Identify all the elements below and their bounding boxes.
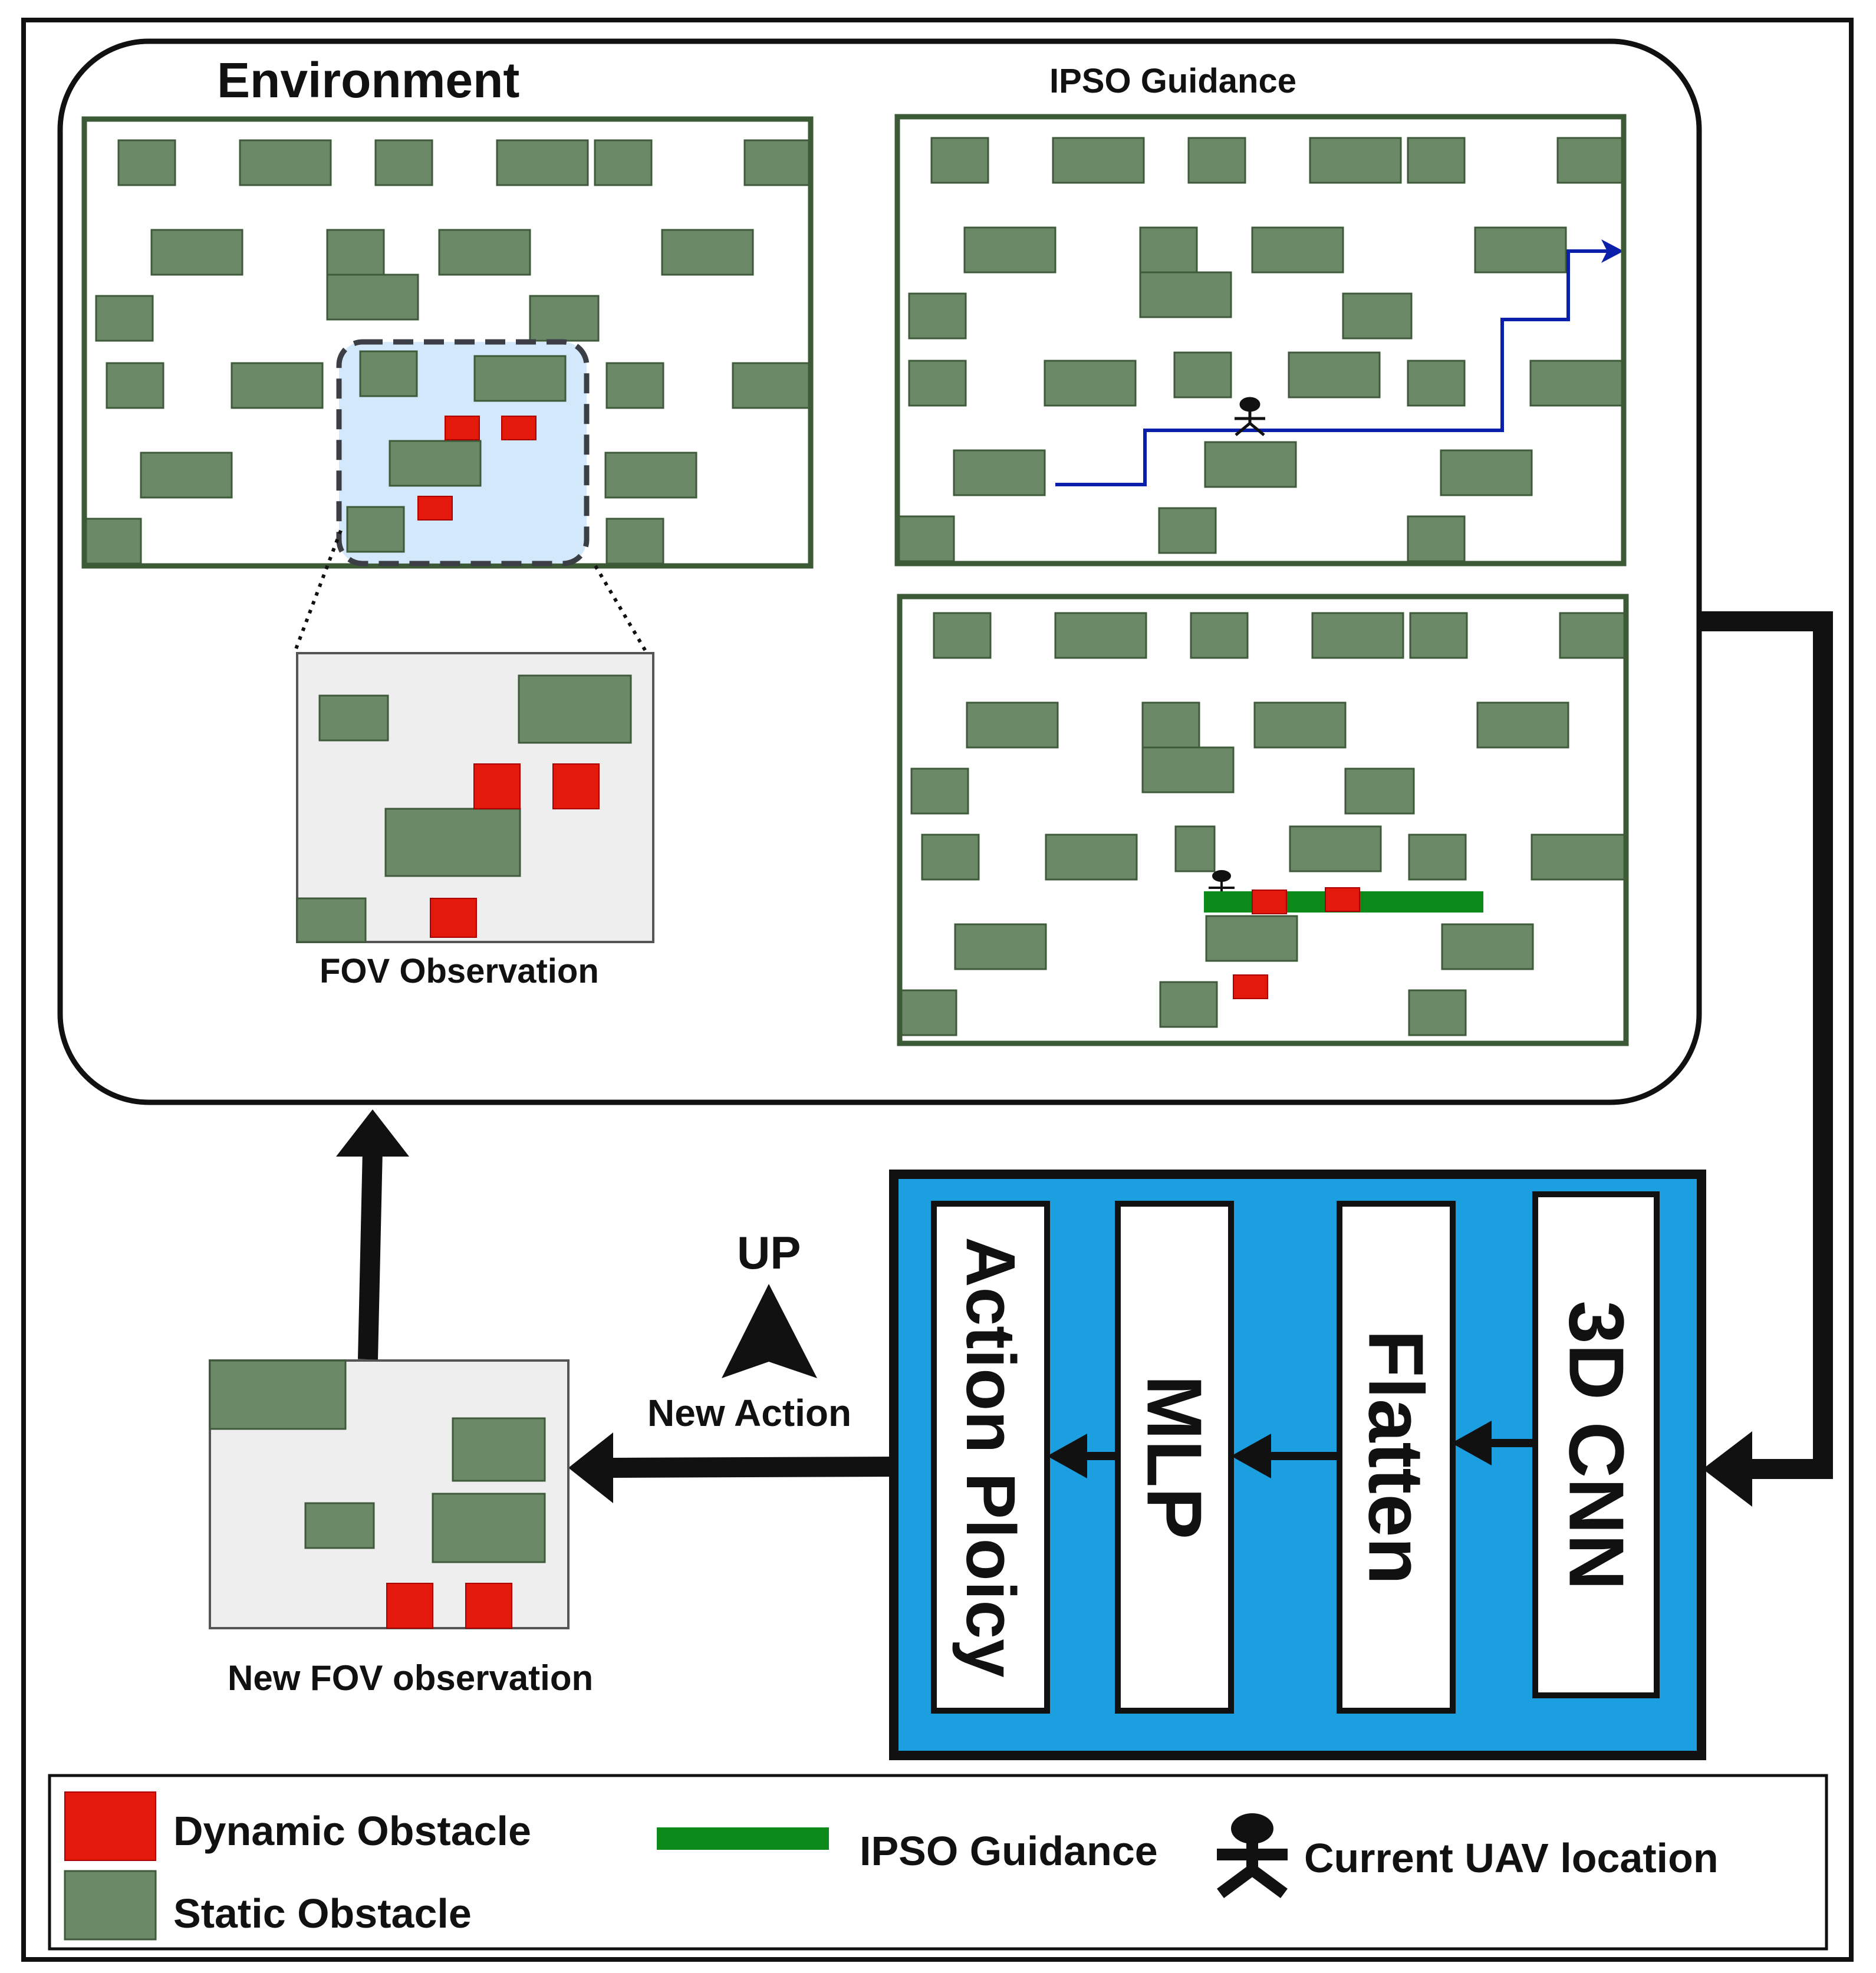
legend-dynamic-label: Dynamic Obstacle bbox=[173, 1808, 531, 1854]
legend-dynamic-swatch bbox=[64, 1791, 156, 1861]
cnn-to-flatten-arrowhead bbox=[1452, 1421, 1492, 1465]
flatten-label: Flatten bbox=[1352, 1329, 1440, 1585]
feedback-arrowhead bbox=[336, 1109, 409, 1157]
legend-box bbox=[48, 1774, 1828, 1951]
legend-uav-label: Current UAV location bbox=[1304, 1835, 1719, 1881]
legend-static-label: Static Obstacle bbox=[173, 1890, 472, 1936]
up-arrow-icon bbox=[722, 1284, 817, 1378]
static-obstacles bbox=[897, 351, 1624, 562]
static-obstacles bbox=[296, 674, 632, 943]
ipso-guidance-title: IPSO Guidance bbox=[1049, 62, 1296, 100]
uav-marker-map3 bbox=[1209, 870, 1235, 891]
ipso-path-arrowhead bbox=[1601, 239, 1624, 263]
static-obstacles bbox=[900, 825, 1626, 1036]
fov-observation-label: FOV Observation bbox=[320, 952, 599, 990]
action-output-arrow bbox=[610, 1457, 894, 1478]
action-output-arrowhead bbox=[568, 1432, 613, 1503]
static-obstacles bbox=[209, 1359, 546, 1563]
cnn-box bbox=[1532, 1191, 1660, 1698]
env-to-cnn-connector bbox=[1699, 611, 1833, 1479]
legend-static-swatch bbox=[64, 1870, 157, 1941]
legend-guidance-swatch bbox=[657, 1827, 829, 1850]
guidance-dynamic-map-border bbox=[897, 594, 1629, 1046]
fov-dynamic-obstacles bbox=[417, 416, 537, 521]
ipso-path bbox=[1055, 249, 1618, 486]
dynamic-obstacles bbox=[430, 763, 600, 938]
up-label: UP bbox=[737, 1227, 801, 1279]
ipso-guidance-map bbox=[894, 114, 1627, 566]
guidance-dynamic-map bbox=[897, 594, 1629, 1046]
zoom-line-left bbox=[293, 529, 343, 653]
action-policy-label: Action Ploicy bbox=[952, 1237, 1029, 1678]
uav-marker-map2 bbox=[1235, 397, 1265, 436]
fov-static-obstacles bbox=[346, 350, 567, 553]
flatten-to-mlp-arrowhead bbox=[1231, 1434, 1271, 1478]
dynamic-obstacles bbox=[1233, 887, 1360, 999]
action-policy-box bbox=[931, 1201, 1050, 1714]
zoom-line-right bbox=[594, 565, 648, 653]
dynamic-obstacles bbox=[386, 1583, 512, 1629]
ipso-map-border bbox=[894, 114, 1627, 566]
fov-observation-panel bbox=[296, 652, 654, 943]
mlp-to-action-arrowhead bbox=[1047, 1434, 1087, 1478]
new-action-label: New Action bbox=[647, 1392, 852, 1434]
cnn-label: 3D CNN bbox=[1553, 1300, 1640, 1590]
mlp-label: MLP bbox=[1131, 1375, 1218, 1540]
outer-frame bbox=[21, 18, 1854, 1962]
legend-guidance-label: IPSO Guidance bbox=[860, 1828, 1158, 1874]
env-to-cnn-arrowhead bbox=[1703, 1431, 1752, 1507]
uav-location-icon bbox=[1217, 1813, 1288, 1899]
new-fov-observation-label: New FOV observation bbox=[228, 1658, 594, 1698]
feedback-arrow bbox=[358, 1149, 383, 1360]
new-fov-observation-panel bbox=[209, 1359, 570, 1629]
environment-map bbox=[81, 116, 814, 569]
flatten-box bbox=[1337, 1201, 1456, 1714]
environment-title: Environment bbox=[217, 52, 520, 108]
